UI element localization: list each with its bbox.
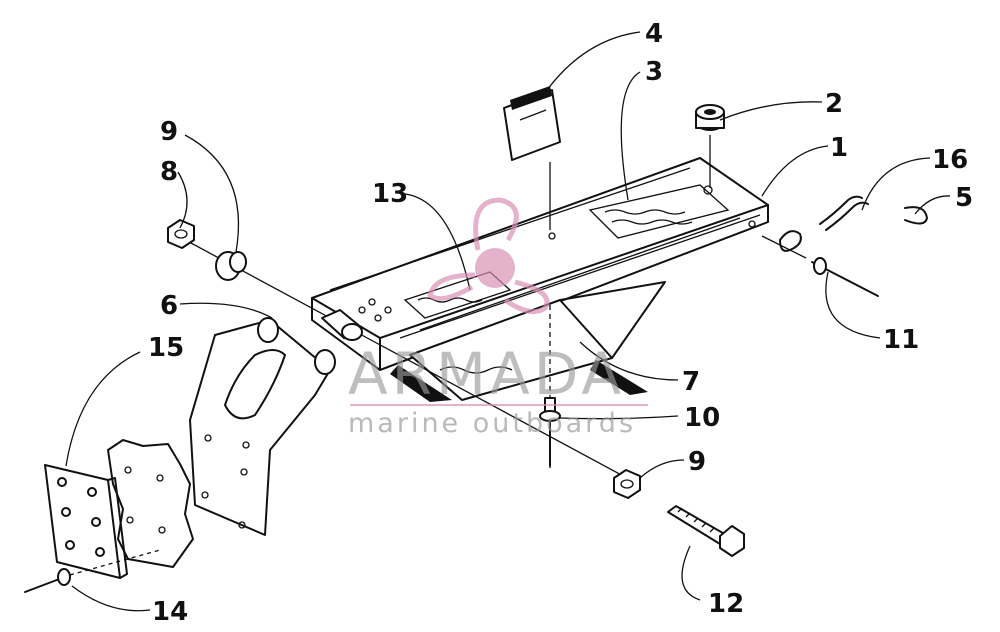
callout-14: 14 (152, 597, 188, 627)
callout-labels: 1 2 3 4 5 6 7 8 9 9 10 11 12 13 14 15 16 (148, 19, 973, 627)
callout-5: 5 (955, 183, 973, 213)
under-support-frame (390, 281, 666, 402)
callout-16: 16 (932, 145, 968, 175)
callout-15: 15 (148, 333, 184, 363)
hitch-pin-assembly (761, 195, 928, 297)
callout-9-upper: 9 (160, 117, 178, 147)
rivet-14 (24, 549, 161, 593)
backing-plate-15 (44, 464, 128, 579)
callout-7: 7 (682, 367, 700, 397)
watermark-logo-icon (427, 197, 550, 315)
callout-4: 4 (645, 19, 663, 49)
bushing-9-upper (215, 251, 247, 281)
watermark-brand: ARMADA (348, 340, 625, 408)
callout-11: 11 (883, 325, 919, 355)
pivot-sleeve (321, 309, 363, 341)
callout-13: 13 (372, 179, 408, 209)
packet-4 (503, 86, 561, 230)
mount-plate-6 (189, 317, 336, 536)
knob-2 (695, 104, 725, 188)
callout-9-lower: 9 (688, 447, 706, 477)
callout-6: 6 (160, 291, 178, 321)
bolt-12 (667, 505, 745, 557)
callout-10: 10 (684, 403, 720, 433)
callout-1: 1 (830, 133, 848, 163)
watermark: ARMADA marine outboards (348, 197, 648, 439)
bushing-9-lower (613, 469, 641, 499)
callout-8: 8 (160, 157, 178, 187)
gasket-15 (107, 439, 194, 568)
bolt-axis-line (177, 235, 641, 486)
leader-lines (65, 31, 951, 612)
nut-8 (167, 219, 195, 249)
watermark-tagline: marine outboards (348, 408, 636, 439)
callout-3: 3 (645, 57, 663, 87)
callout-2: 2 (825, 89, 843, 119)
callout-12: 12 (708, 589, 744, 619)
